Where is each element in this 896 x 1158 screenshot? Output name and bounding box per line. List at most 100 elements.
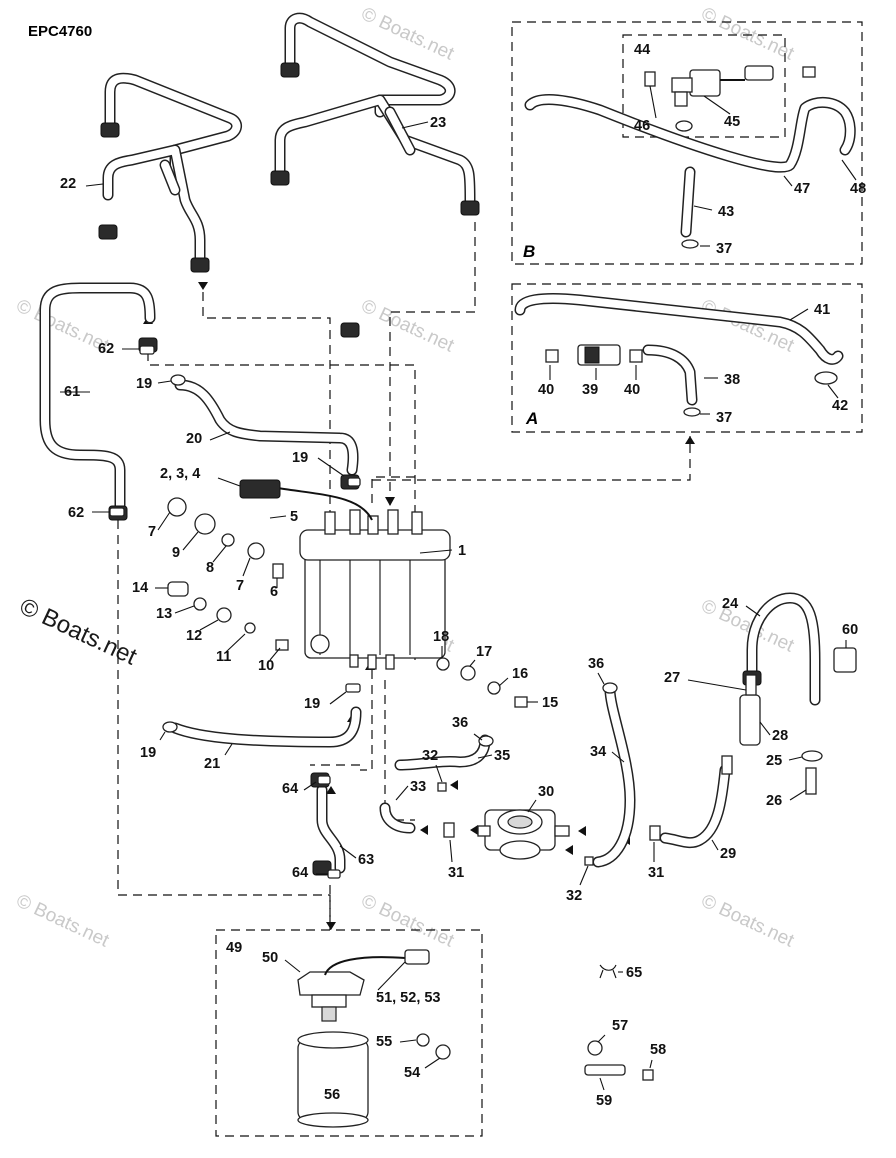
callout-leader xyxy=(157,380,172,384)
callout-leader xyxy=(449,839,453,863)
clamp xyxy=(162,721,178,733)
callout-leader xyxy=(269,515,287,519)
hose-connector xyxy=(270,170,290,186)
callout-label: 8 xyxy=(206,560,214,576)
watermark-text: © Boats.net xyxy=(358,295,458,356)
hose-fill xyxy=(661,766,729,847)
hose-fill xyxy=(161,161,179,194)
callout-leader xyxy=(212,545,227,563)
grommet xyxy=(216,607,232,623)
hose-fill xyxy=(386,108,414,154)
nut xyxy=(221,533,235,547)
callout-label: 61 xyxy=(64,384,80,400)
callout-label: 50 xyxy=(262,950,278,966)
nut xyxy=(436,657,450,671)
callout-label: 26 xyxy=(766,793,782,809)
arrow-up xyxy=(685,436,695,444)
hose-connector xyxy=(312,860,332,876)
callout-leader xyxy=(527,799,537,813)
detail-box-b xyxy=(511,21,863,265)
callout-label: 56 xyxy=(324,1087,340,1103)
callout-label: 33 xyxy=(410,779,426,795)
callouts: 12, 3, 456778910111213141516171819191919… xyxy=(60,42,866,1109)
callout-leader xyxy=(745,605,761,617)
arrow-up xyxy=(326,786,336,794)
callout-leader xyxy=(224,743,233,756)
callout-label: 17 xyxy=(476,644,492,660)
section-label-b: B xyxy=(523,242,535,261)
callout-leader xyxy=(174,605,195,614)
callout-label: 22 xyxy=(60,176,76,192)
watermark-text: © Boats.net xyxy=(358,890,458,951)
callout-leader xyxy=(827,384,839,399)
clamp xyxy=(602,682,618,694)
hose-fill xyxy=(748,594,819,704)
callout-leader xyxy=(209,431,231,441)
ground-strap xyxy=(584,1064,626,1076)
fitting xyxy=(745,674,757,696)
detail-box-44 xyxy=(622,34,786,138)
callout-label: 7 xyxy=(148,524,156,540)
callout-label: 13 xyxy=(156,606,172,622)
callout-label: 30 xyxy=(538,784,554,800)
callout-label: 48 xyxy=(850,181,866,197)
callout-label: 31 xyxy=(448,865,464,881)
callout-label: 42 xyxy=(832,398,848,414)
callout-label: 40 xyxy=(538,382,554,398)
hose-fill xyxy=(318,786,344,872)
hose-connector xyxy=(100,122,120,138)
callout-label: 47 xyxy=(794,181,810,197)
hose-fill xyxy=(594,686,634,866)
callout-leader xyxy=(498,677,509,687)
callout-leader xyxy=(303,781,317,791)
callout-label: 15 xyxy=(542,695,558,711)
callout-label: 11 xyxy=(216,649,231,665)
watermark-logo-text: © Boats.net xyxy=(15,593,141,671)
callout-leader xyxy=(788,756,803,761)
callout-label: 16 xyxy=(512,666,528,682)
clamp xyxy=(345,683,361,693)
callout-label: 14 xyxy=(132,580,148,596)
bolt xyxy=(642,1069,654,1081)
water-separator xyxy=(297,949,430,1128)
callout-leader xyxy=(217,477,241,487)
hose-fill xyxy=(396,736,489,769)
callout-leader xyxy=(85,183,104,187)
callout-label: 24 xyxy=(722,596,738,612)
callout-leader xyxy=(579,865,589,886)
callout-label: 64 xyxy=(282,781,298,797)
callout-label: 64 xyxy=(292,865,308,881)
callout-leader xyxy=(687,679,747,691)
callout-label: 45 xyxy=(724,114,740,130)
callout-leader xyxy=(284,959,301,973)
hardware xyxy=(109,345,857,1081)
callout-leader xyxy=(649,85,657,119)
callout-label: 34 xyxy=(590,744,606,760)
callout-label: 19 xyxy=(136,376,152,392)
callout-leader xyxy=(399,1039,417,1043)
callout-leader xyxy=(435,764,443,783)
nut xyxy=(649,825,661,841)
callout-leader xyxy=(597,672,605,685)
callout-leader xyxy=(157,511,171,531)
detail-box-a xyxy=(511,283,863,433)
hose-fill xyxy=(286,14,455,116)
detail-a-parts xyxy=(545,344,838,417)
callout-leader xyxy=(841,159,857,181)
callout-label: 35 xyxy=(494,748,510,764)
washer xyxy=(487,681,501,695)
callout-label: 31 xyxy=(648,865,664,881)
nut xyxy=(193,597,207,611)
callout-label: 18 xyxy=(433,629,449,645)
nut xyxy=(460,665,476,681)
hose-fill xyxy=(171,708,360,746)
hose-fill xyxy=(104,146,204,266)
callout-label: 58 xyxy=(650,1042,666,1058)
callout-label: 36 xyxy=(452,715,468,731)
callout-label: 37 xyxy=(716,241,732,257)
washer xyxy=(416,1033,430,1047)
hose-connector xyxy=(98,224,118,240)
fuel-filter-assembly xyxy=(239,479,451,670)
callout-label: 20 xyxy=(186,431,202,447)
